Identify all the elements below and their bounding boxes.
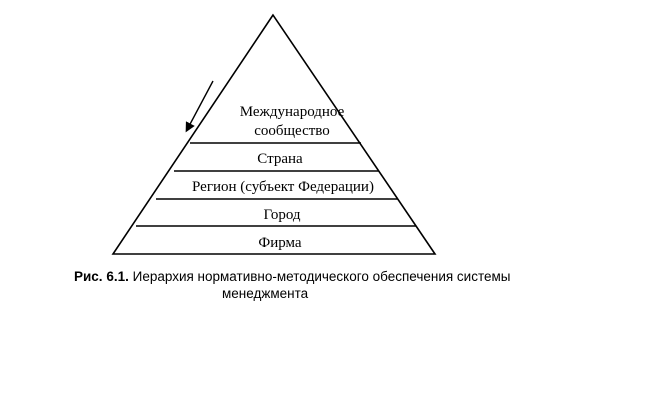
figure-caption: Рис. 6.1. Иерархия нормативно-методическ… [74, 268, 554, 302]
level-label-international-2: сообщество [254, 123, 330, 139]
level-label-region: Регион (субъект Федерации) [192, 179, 374, 195]
level-label-international-1: Международное [240, 104, 345, 120]
level-label-firm: Фирма [258, 235, 302, 251]
caption-label: Рис. 6.1. [74, 269, 129, 284]
direction-arrow [185, 80, 214, 133]
level-label-country: Страна [257, 151, 303, 167]
caption-text-2: менеджмента [222, 286, 309, 301]
level-label-city: Город [263, 207, 300, 223]
caption-line-1: Рис. 6.1. Иерархия нормативно-методическ… [74, 268, 554, 285]
pyramid-outline [111, 13, 437, 255]
caption-text-1: Иерархия нормативно-методического обеспе… [132, 269, 511, 284]
